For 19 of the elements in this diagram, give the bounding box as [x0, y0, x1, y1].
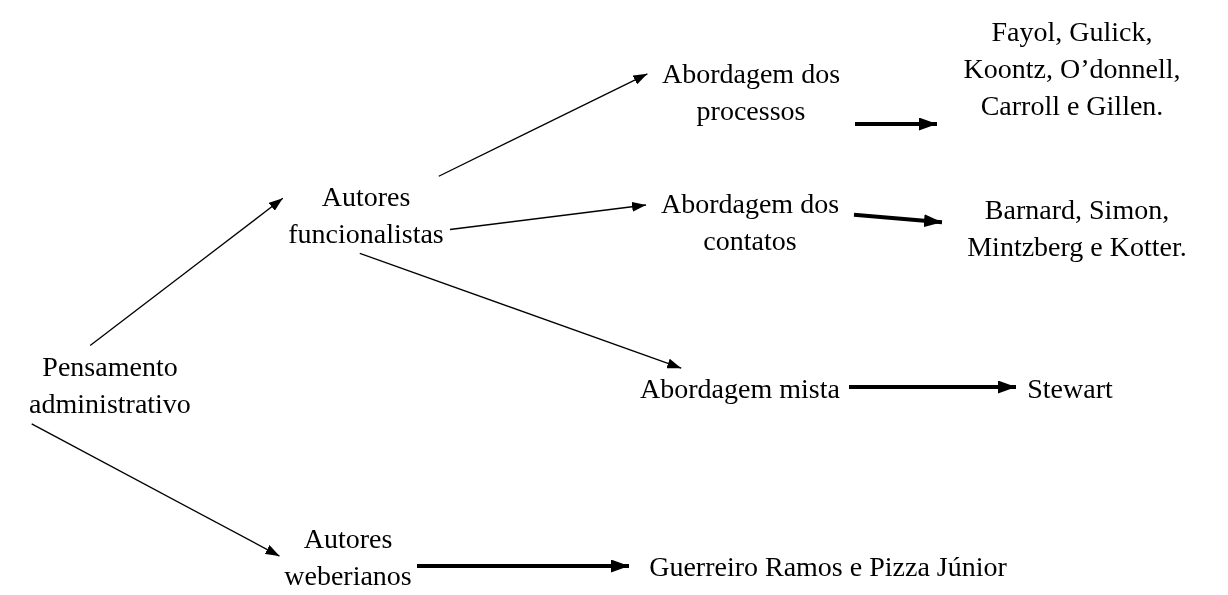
arrow: [438, 73, 649, 177]
node-label: Abordagem dos processos: [660, 57, 842, 128]
arrow: [449, 201, 647, 231]
node-label: Barnard, Simon, Mintzberg e Kotter.: [966, 193, 1188, 264]
node-label: Autores weberianos: [283, 522, 413, 593]
node-label: Stewart: [1027, 371, 1113, 406]
node-label: Autores funcionalistas: [287, 180, 445, 251]
arrow: [31, 423, 281, 557]
arrow: [417, 559, 629, 573]
node-label: Pensamento administrativo: [28, 350, 192, 421]
arrow: [853, 212, 943, 228]
arrow: [359, 252, 682, 369]
node-label: Guerreiro Ramos e Pizza Júnior: [649, 549, 1007, 584]
arrow: [849, 380, 1016, 394]
node-label: Abordagem dos contatos: [659, 187, 841, 258]
arrow: [89, 197, 284, 347]
node-label: Abordagem mista: [640, 371, 840, 406]
arrow: [855, 117, 937, 131]
node-label: Fayol, Gulick, Koontz, O’donnell, Carroll e Gillen.: [962, 14, 1182, 123]
